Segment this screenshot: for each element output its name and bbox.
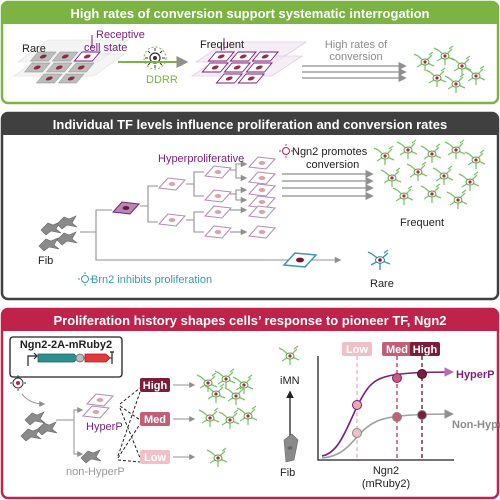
hyperp-label: HyperP [86, 421, 123, 433]
panel-high-rates: High rates of conversion support systema… [0, 0, 500, 105]
hyperp-point-med [392, 373, 402, 383]
plot-low-label: Low [346, 344, 368, 356]
ngn2-virus-icon [279, 144, 293, 158]
rare-label-2: Rare [370, 278, 394, 290]
high-badge [140, 378, 170, 392]
frequent-label-2: Frequent [400, 217, 444, 229]
ngn2-promotes-1: Ngn2 promotes [292, 146, 368, 158]
hyperp-point-high [417, 369, 427, 379]
split-arrows [56, 407, 84, 457]
med-badge [140, 412, 170, 426]
nonhyperp-point-med [392, 412, 402, 422]
dose-arrows [173, 382, 196, 460]
lineage-tree [80, 160, 342, 264]
low-badge [140, 450, 170, 464]
dose-response-plot: Low Med High HyperP Non-HyperP Ngn2 (mRu… [317, 342, 500, 490]
high-rates-label-1: High rates of [325, 39, 388, 51]
high-rates-arrows [302, 61, 407, 83]
conversion-arrows [282, 169, 374, 201]
panel-proliferation-history: Proliferation history shapes cells’ resp… [0, 307, 500, 500]
dose-lines [117, 387, 141, 463]
brn2-label: Brn2 inhibits proliferation [91, 274, 212, 286]
non-hyperp-curve [321, 409, 454, 459]
plot-xlabel-1: Ngn2 [373, 465, 399, 477]
plot-low-badge [342, 342, 372, 356]
high-badge-label: High [143, 380, 168, 392]
lentivirus-icon [10, 375, 26, 391]
plot-hyperp-label: HyperP [456, 369, 495, 381]
plot-high-label: High [413, 344, 438, 356]
plot-high-badge [410, 342, 440, 356]
med-badge-label: Med [144, 414, 166, 426]
panel1-title: High rates of conversion support systema… [70, 6, 429, 21]
brn2-virus-icon [78, 272, 92, 286]
rare-label: Rare [22, 43, 46, 55]
panel2-title: Individual TF levels influence prolifera… [53, 117, 447, 132]
frequent-label: Frequent [200, 39, 244, 51]
non-hyperp-label: non-HyperP [66, 466, 125, 478]
construct-box [9, 336, 123, 378]
ddrr-label: DDRR [146, 74, 178, 86]
hyperp-curve [321, 367, 454, 457]
nonhyperp-point-low [352, 428, 362, 438]
fib-label: Fib [38, 255, 53, 267]
high-rates-label-2: conversion [329, 51, 382, 63]
plot-med-label: Med [386, 344, 408, 356]
ngn2-promotes-2: conversion [306, 159, 359, 171]
fib-label-3: Fib [280, 467, 295, 479]
receptive-label-2: cell state [84, 42, 127, 54]
nonhyperp-point-high [417, 410, 427, 420]
panel-tf-levels: Individual TF levels influence prolifera… [0, 111, 500, 301]
dividing-cells [111, 156, 318, 268]
plot-xlabel-2: (mRuby2) [362, 478, 410, 490]
receptive-label-1: Receptive [96, 29, 145, 41]
plot-med-badge [382, 342, 412, 356]
hyperp-point-low [352, 400, 362, 410]
infection-arrow [21, 393, 46, 407]
low-badge-label: Low [144, 452, 166, 464]
construct-label: Ngn2-2A-mRuby2 [20, 339, 112, 351]
plot-non-hyperp-label: Non-HyperP [452, 419, 500, 431]
hyperproliferative-label: Hyperproliferative [158, 153, 244, 165]
rare-cell-sheet [13, 39, 129, 84]
fib-cell-small [283, 433, 299, 463]
imn-label: iMN [280, 375, 300, 387]
panel3-title: Proliferation history shapes cells’ resp… [54, 313, 447, 328]
